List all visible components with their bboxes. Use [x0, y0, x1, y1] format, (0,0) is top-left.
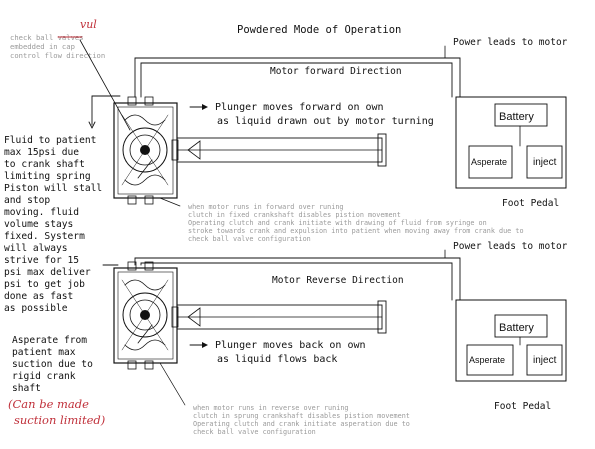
forward-syringe [171, 133, 387, 167]
reverse-direction-label: Motor Reverse Direction [272, 275, 404, 286]
svg-text:Asperate from: Asperate from [12, 335, 87, 346]
reverse-note-line-3: Operating clutch and crank initiate aspe… [193, 420, 410, 428]
reverse-pump-housing [113, 261, 178, 370]
valve-leader-line [79, 39, 131, 131]
reverse-plunger-line-2: as liquid flows back [217, 354, 337, 365]
forward-asperate-button [468, 145, 513, 179]
check-valve-line-3: control flow direction [10, 51, 105, 60]
svg-text:(Can be made: (Can be made [8, 397, 89, 411]
forward-pump-housing [113, 96, 178, 205]
reverse-power-lead-outer [134, 257, 461, 301]
reverse-battery [494, 314, 548, 338]
left-note-forward: Fluid to patient max 15psi due to crank … [4, 135, 102, 314]
reverse-section: Power leads to motor Motor Reverse Direc… [102, 241, 568, 436]
reverse-asperate-button [466, 344, 514, 376]
svg-text:moving. fluid: moving. fluid [4, 207, 79, 218]
forward-foot-pedal: Battery Asperate inject Foot Pedal [455, 96, 567, 209]
forward-battery [494, 103, 548, 127]
svg-text:psi to get job: psi to get job [4, 279, 85, 290]
reverse-asperate-label: Asperate [469, 355, 505, 365]
forward-pedal-label: Foot Pedal [502, 198, 559, 209]
forward-inject-label: inject [533, 157, 557, 168]
svg-text:done as fast: done as fast [4, 291, 73, 302]
reverse-note-line-2: clutch in sprung crankshaft disables pis… [193, 412, 410, 420]
forward-section: Power leads to motor Motor forward Direc… [88, 37, 568, 243]
handwritten-suction-note: (Can be made suction limited) [8, 397, 105, 427]
reverse-battery-label: Battery [499, 322, 534, 334]
forward-note-line-5: check ball valve configuration [188, 235, 311, 243]
left-note-reverse: Asperate from patient max suction due to… [12, 335, 93, 394]
reverse-power-lead-inner [140, 262, 453, 301]
power-lead-outer [134, 57, 461, 98]
check-valve-line-2: embedded in cap [10, 42, 75, 51]
svg-text:patient max: patient max [12, 347, 76, 358]
svg-text:limiting spring: limiting spring [4, 171, 91, 182]
forward-plunger-line-1: Plunger moves forward on own [215, 102, 384, 113]
svg-text:Fluid to patient: Fluid to patient [4, 135, 96, 146]
forward-battery-label: Battery [499, 111, 534, 123]
forward-note-line-3: Operating clutch and crank initiate with… [188, 219, 487, 227]
power-lead-inner [140, 62, 453, 98]
reverse-inject-button [526, 344, 563, 376]
reverse-inject-label: inject [533, 355, 557, 366]
check-valve-annotation: check ball valves embedded in cap contro… [10, 18, 131, 131]
reverse-pedal-label: Foot Pedal [494, 401, 551, 412]
svg-text:to crank shaft: to crank shaft [4, 159, 85, 170]
reverse-power-label: Power leads to motor [453, 241, 568, 252]
reverse-note-line-4: check ball valve configuration [193, 428, 316, 436]
reverse-syringe [171, 300, 387, 334]
diagram-title: Powdered Mode of Operation [237, 24, 401, 36]
reverse-plunger-line-1: Plunger moves back on own [215, 340, 366, 351]
svg-text:strive for 15: strive for 15 [4, 255, 79, 266]
forward-inject-button [526, 145, 563, 179]
svg-text:as possible: as possible [4, 303, 68, 314]
svg-text:rigid crank: rigid crank [12, 371, 76, 382]
forward-asperate-label: Asperate [471, 157, 507, 167]
svg-text:fixed. Systerm: fixed. Systerm [4, 231, 85, 242]
check-valve-line-1: check ball valves [10, 33, 84, 42]
reverse-foot-pedal: Battery Asperate inject Foot Pedal [455, 299, 567, 412]
forward-note-line-1: when motor runs in forward over runing [188, 203, 344, 211]
forward-plunger-line-2: as liquid drawn out by motor turning [217, 116, 434, 127]
handwritten-correction-top: vul [80, 18, 97, 31]
svg-text:volume stays: volume stays [4, 219, 73, 230]
svg-text:suction due to: suction due to [12, 359, 93, 370]
forward-note-line-4: stroke towards crank and expulsion into … [188, 227, 524, 235]
reverse-note-line-1: when motor runs in reverse over runing [193, 404, 349, 412]
svg-text:psi max deliver: psi max deliver [4, 267, 91, 278]
svg-text:Piston will stall: Piston will stall [4, 183, 102, 194]
svg-text:max 15psi due: max 15psi due [4, 147, 79, 158]
forward-note-line-2: clutch in fixed crankshaft disables pist… [188, 211, 401, 219]
svg-text:and stop: and stop [4, 195, 50, 206]
forward-power-label: Power leads to motor [453, 37, 568, 48]
svg-text:suction limited): suction limited) [14, 413, 105, 427]
svg-text:shaft: shaft [12, 383, 41, 394]
forward-direction-label: Motor forward Direction [270, 66, 402, 77]
svg-text:will always: will always [4, 243, 68, 254]
